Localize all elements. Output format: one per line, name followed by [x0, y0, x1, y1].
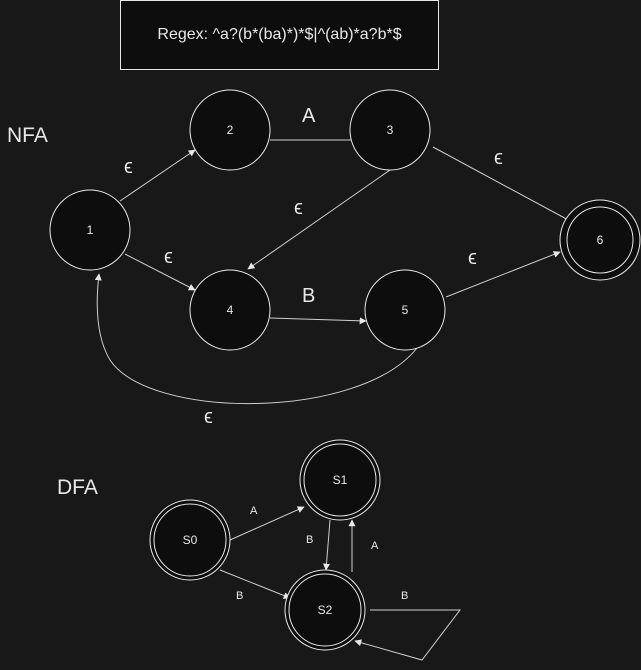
- nfa-state-4: 4: [189, 269, 271, 351]
- dfa-label-s1-s2: B: [306, 534, 313, 546]
- dfa-label-s2-s2: B: [401, 590, 408, 602]
- dfa-state-s2-accepting: S2: [284, 569, 366, 651]
- nfa-edge-3-4: [247, 169, 391, 270]
- nfa-edge-1-2: [119, 149, 196, 202]
- dfa-title: DFA: [57, 476, 98, 499]
- nfa-state-6-label: 6: [597, 233, 604, 247]
- dfa-state-s1-accepting: S1: [299, 439, 381, 521]
- dfa-label-s2-s1: A: [371, 540, 379, 552]
- nfa-edge-3-6: [432, 146, 573, 223]
- nfa-label-4-5: B: [302, 285, 315, 307]
- nfa-label-5-1: ϵ: [204, 406, 213, 428]
- nfa-state-2-label: 2: [227, 123, 234, 137]
- nfa-state-5-label: 5: [402, 303, 409, 317]
- dfa-edge-s0-s2: [219, 569, 291, 599]
- nfa-label-3-4: ϵ: [294, 197, 303, 219]
- dfa-state-s0-accepting: S0: [149, 499, 231, 581]
- nfa-edge-5-6: [445, 251, 561, 298]
- dfa-edge-s1-s2: [323, 519, 331, 571]
- dfa-edge-s2-s2-loop: [354, 609, 462, 661]
- dfa-edge-s0-s1: [229, 506, 305, 541]
- nfa-label-5-6: ϵ: [468, 247, 477, 269]
- dfa-label-s0-s1: A: [250, 505, 258, 517]
- nfa-state-3-label: 3: [387, 123, 394, 137]
- regex-text: Regex: ^a?(b*(ba)*)*$|^(ab)*a?b*$: [157, 26, 402, 43]
- dfa-state-s1-label: S1: [333, 473, 348, 487]
- nfa-label-2-3: A: [302, 105, 316, 127]
- dfa-state-s2-label: S2: [318, 603, 333, 617]
- nfa-state-1-label: 1: [87, 223, 94, 237]
- nfa-state-3: 3: [349, 89, 431, 171]
- nfa-state-4-label: 4: [227, 303, 234, 317]
- nfa-state-6-accepting: 6: [559, 199, 641, 281]
- dfa-state-s0-label: S0: [183, 533, 198, 547]
- nfa-edge-5-1: [94, 273, 418, 404]
- nfa-label-1-2: ϵ: [124, 156, 133, 178]
- nfa-label-1-4: ϵ: [164, 246, 173, 268]
- nfa-edge-1-4: [124, 253, 196, 291]
- nfa-state-2: 2: [189, 89, 271, 171]
- regex-box: Regex: ^a?(b*(ba)*)*$|^(ab)*a?b*$: [120, 0, 439, 70]
- dfa-label-s0-s2: B: [236, 590, 243, 602]
- nfa-label-3-6: ϵ: [494, 147, 503, 169]
- nfa-edge-4-5: [269, 317, 367, 325]
- nfa-state-5: 5: [364, 269, 446, 351]
- nfa-title: NFA: [7, 124, 48, 147]
- nfa-state-1: 1: [49, 189, 131, 271]
